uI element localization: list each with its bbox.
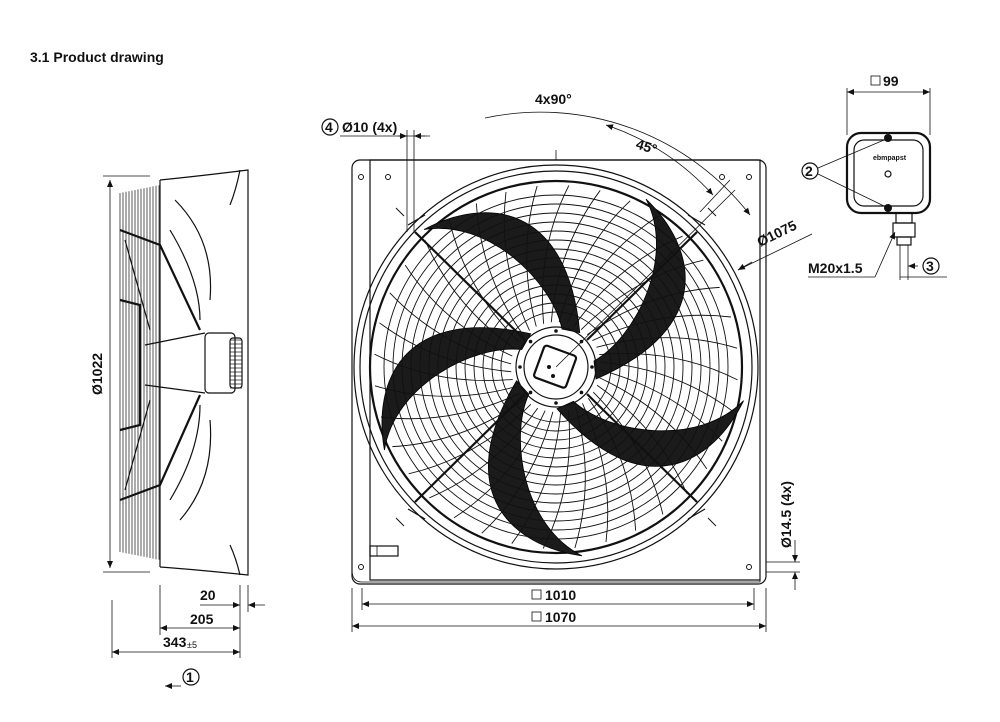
page-title: 3.1 Product drawing [30, 49, 164, 65]
mounting-hole [385, 174, 391, 180]
side-view: Ø1022 20 205 343 ±5 1 [89, 169, 265, 689]
dim-343-tolerance: ±5 [187, 640, 197, 650]
dim-side-diameter: Ø1022 [89, 353, 105, 395]
callout-3: 3 [926, 258, 934, 274]
dim-foot-diameter: Ø14.5 (4x) [778, 481, 794, 548]
mounting-hole [719, 174, 725, 180]
mounting-hole [746, 174, 752, 180]
dim-square-99: 99 [883, 73, 899, 89]
callout-2: 2 [805, 163, 813, 179]
angle-4x90: 4x90° [535, 91, 572, 107]
hole-callout: Ø10 (4x) [342, 119, 397, 135]
brand-logo: ebmpapst [873, 155, 907, 162]
dim-ring-diameter: Ø1075 [754, 217, 799, 250]
motor-terminal-box [533, 344, 578, 389]
guard-grill [374, 185, 738, 549]
callout-4: 4 [325, 119, 333, 135]
dim-square-1010: 1010 [545, 587, 576, 603]
front-view: 4x90° 45° 4 Ø10 (4x) Ø1075 Ø14.5 (4x) [321, 91, 813, 632]
rating-label [369, 545, 399, 557]
callout-1-circle [182, 668, 200, 686]
terminal-box-detail: 99 ebmpapst 2 M20x1.5 3 [801, 73, 947, 280]
dim-20: 20 [200, 587, 216, 603]
mounting-hole [358, 564, 364, 570]
callout-1: 1 [186, 669, 194, 685]
dim-343: 343 [163, 634, 187, 650]
mounting-hole [358, 174, 364, 180]
mounting-hole [746, 564, 752, 570]
dim-square-1070: 1070 [545, 609, 576, 625]
guard-grill-side [119, 185, 160, 560]
angle-45: 45° [634, 136, 659, 158]
thread-spec: M20x1.5 [808, 260, 863, 276]
corner-holes [358, 174, 752, 570]
dim-205: 205 [190, 611, 214, 627]
